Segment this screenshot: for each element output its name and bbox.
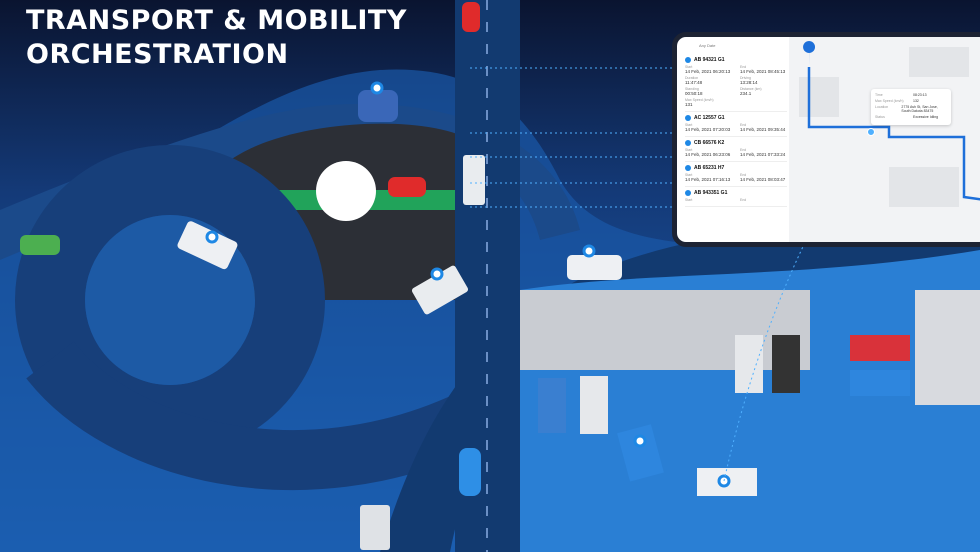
label: Start [685, 65, 693, 69]
label: End [740, 198, 747, 202]
value: 234.1 [740, 91, 752, 96]
label: Distance (km) [740, 87, 762, 91]
label: Max Speed (km/h) [685, 98, 714, 102]
location-pin-icon [803, 41, 816, 67]
title-line-2: ORCHESTRATION [26, 39, 289, 70]
value: 14 Feb, 2021 06:23:06 [685, 152, 731, 157]
tracking-dot-icon [685, 57, 691, 63]
label: Status [875, 115, 885, 119]
tracking-dot-icon [685, 115, 691, 121]
route-line [807, 67, 980, 201]
trip-item[interactable]: AB 943351 G1 Start End [685, 187, 787, 207]
value: 08:23:13 [913, 93, 927, 97]
label: Start [685, 173, 693, 177]
value: 14 Feb, 2021 07:33:24 [740, 152, 786, 157]
label: End [740, 65, 747, 69]
trip-id: AB 94321 G1 [694, 57, 725, 63]
page-title: TRANSPORT & MOBILITY ORCHESTRATION [26, 4, 407, 72]
person-avatar [316, 161, 376, 221]
warehouse [520, 290, 810, 370]
car-green-icon [20, 235, 60, 255]
value: 131 [685, 102, 693, 107]
value: Excessive Idling [913, 115, 939, 119]
day-select[interactable]: Any Date [699, 43, 716, 48]
label: End [740, 123, 747, 127]
trip-id: AC 12557 G1 [694, 115, 725, 121]
value: 132 [913, 99, 919, 103]
label: Standing [685, 87, 699, 91]
vehicle-info-popup: Time 08:23:13 Max Speed (km/h) 132 Locatio… [871, 89, 951, 125]
parked-trucks [538, 335, 910, 496]
trip-id: CB 66576 K2 [694, 140, 725, 146]
trip-id: AB 943351 G1 [694, 190, 728, 196]
truck-icon [463, 155, 485, 205]
truck-bottom-icon [360, 505, 390, 550]
car-red-icon [462, 2, 480, 32]
label: Start [685, 148, 693, 152]
route-map [799, 41, 980, 207]
bus-icon [177, 221, 238, 270]
vehicle-dot-icon [867, 128, 875, 136]
label: End [740, 173, 747, 177]
trip-id: AB 65231 H7 [694, 165, 725, 171]
value: 14 Feb, 2021 06:20:13 [685, 69, 731, 74]
label: Location [875, 105, 889, 109]
map-view[interactable]: Time 08:23:13 Max Speed (km/h) 132 Locatio… [789, 37, 980, 242]
value: 14 Feb, 2021 08:03:47 [740, 177, 786, 182]
value: 14 Feb, 2021 08:45:13 [740, 69, 786, 74]
tracking-dot-icon [685, 140, 691, 146]
value: 14 Feb, 2021 07:16:13 [685, 177, 731, 182]
value: 14 Feb, 2021 07:20:03 [685, 127, 731, 132]
label: Start [685, 198, 693, 202]
tracking-dot-icon [685, 190, 691, 196]
delivery-van-icon [567, 255, 622, 280]
car-red-parked-icon [388, 177, 426, 197]
label: Driving [740, 76, 751, 80]
value: 00:50:18 [685, 91, 703, 96]
value: 2775 Ash St, San Jose, South Dakota 8347… [901, 105, 938, 113]
label: Start [685, 123, 693, 127]
value: 11:47:48 [685, 80, 703, 85]
value: 14 Feb, 2021 09:35:44 [740, 127, 786, 132]
title-line-1: TRANSPORT & MOBILITY [26, 5, 407, 36]
tracking-dot-icon [685, 165, 691, 171]
label: Max Speed (km/h) [875, 99, 904, 103]
car-blue-icon [459, 448, 481, 496]
label: Time [875, 93, 883, 97]
label: Duration [685, 76, 699, 80]
label: End [740, 148, 747, 152]
value: 13:28:14 [740, 80, 758, 85]
autonomous-shuttle-icon [358, 90, 398, 122]
truck-white-icon [411, 265, 469, 315]
